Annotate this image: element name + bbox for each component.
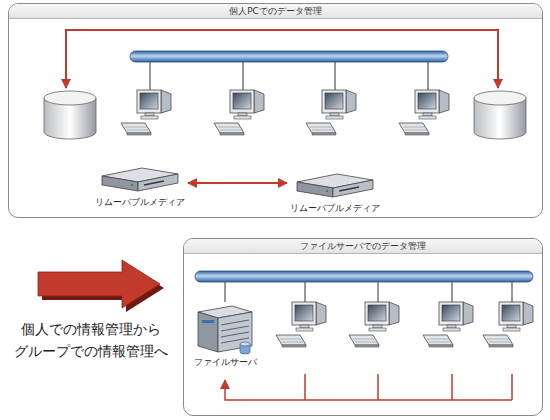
removable-media: リムーバブルメディア bbox=[92, 162, 188, 212]
collect-line bbox=[451, 374, 453, 400]
collect-line bbox=[511, 374, 513, 400]
server-bay bbox=[221, 332, 249, 337]
panel-title: ファイルサーバでのデータ管理 bbox=[184, 239, 542, 254]
device-slot bbox=[144, 181, 164, 185]
removable-media-icon bbox=[287, 168, 383, 202]
network-drop bbox=[512, 281, 513, 302]
group-panel: ファイルサーバでのデータ管理ファイルサーバ bbox=[183, 238, 543, 416]
device-led bbox=[131, 184, 133, 186]
network-drop bbox=[335, 60, 336, 90]
pc-icon bbox=[121, 90, 171, 135]
block-arrow bbox=[38, 260, 160, 308]
server-front bbox=[198, 312, 218, 352]
device-slot bbox=[339, 187, 359, 191]
device-led bbox=[326, 190, 328, 192]
network-drop bbox=[243, 60, 244, 90]
disk-mini-top bbox=[240, 342, 250, 346]
panel-title: 個人PCでのデータ管理 bbox=[9, 4, 542, 19]
device-front bbox=[297, 182, 333, 197]
caption-note: 個人での情報管理から グループでの情報管理へ bbox=[5, 318, 177, 362]
disk-top bbox=[474, 91, 526, 105]
pc-icon bbox=[214, 90, 264, 135]
network-bus bbox=[130, 51, 448, 62]
removable-media: リムーバブルメディア bbox=[287, 168, 383, 218]
device-side bbox=[333, 180, 373, 197]
group-panel: 個人PCでのデータ管理リムーバブルメディアリムーバブルメディア bbox=[8, 3, 543, 218]
collect-arrow bbox=[225, 380, 512, 400]
transfer-connector bbox=[188, 182, 287, 184]
pc-icon bbox=[423, 302, 473, 347]
device-side bbox=[138, 174, 178, 191]
collect-line bbox=[377, 374, 379, 400]
pc-icon bbox=[483, 302, 533, 347]
server-bay bbox=[221, 320, 249, 325]
collect-line bbox=[304, 374, 306, 400]
network-drop bbox=[452, 281, 453, 302]
file-server: ファイルサーバ bbox=[190, 300, 260, 372]
pc-icon bbox=[306, 90, 356, 135]
pc-icon bbox=[399, 90, 449, 135]
device-label: リムーバブルメディア bbox=[92, 196, 188, 208]
disk-top bbox=[44, 91, 96, 105]
pc-icon bbox=[349, 302, 399, 347]
network-drop bbox=[428, 60, 429, 90]
network-drop bbox=[225, 281, 226, 302]
network-bus bbox=[195, 271, 533, 282]
server-light bbox=[202, 320, 214, 323]
device-front bbox=[102, 176, 138, 191]
pc-icon bbox=[276, 302, 326, 347]
server-side bbox=[218, 312, 252, 352]
network-drop bbox=[305, 281, 306, 302]
server-bay bbox=[221, 326, 249, 331]
device-label: リムーバブルメディア bbox=[287, 202, 383, 214]
network-drop bbox=[150, 60, 151, 90]
network-drop bbox=[378, 281, 379, 302]
file-server-icon bbox=[190, 300, 260, 356]
removable-media-icon bbox=[92, 162, 188, 196]
device-label: ファイルサーバ bbox=[190, 356, 260, 368]
transfer-arrow bbox=[66, 30, 498, 88]
